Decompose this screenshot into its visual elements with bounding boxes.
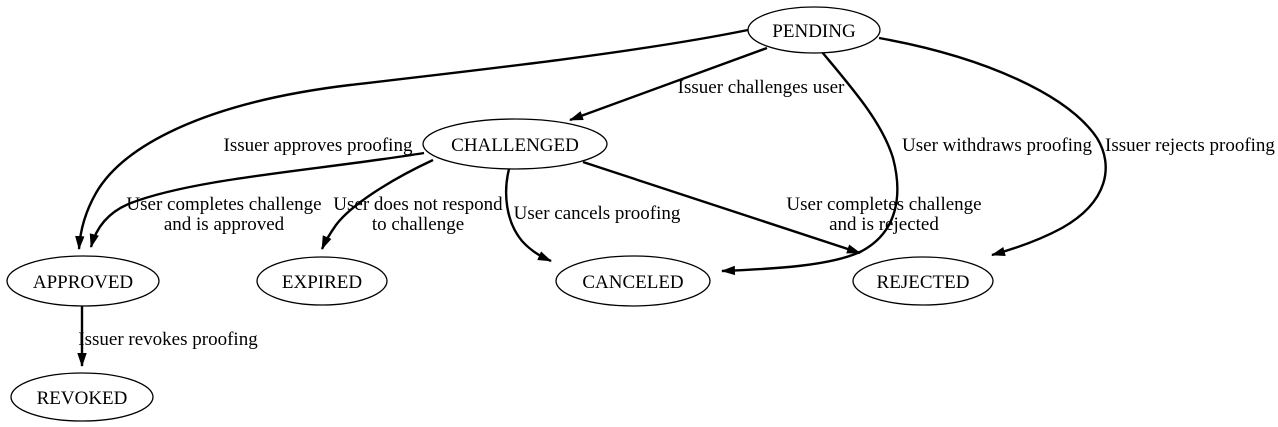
edges <box>75 28 1107 367</box>
state-node-expired: EXPIRED <box>256 256 388 306</box>
edge-challenged-rejected <box>582 160 861 255</box>
challenged-ellipse <box>422 118 608 170</box>
edge-label-challenged-expired: User does not respond to challenge <box>333 194 503 235</box>
svg-text:User does not respond: User does not respond <box>333 194 503 215</box>
approved-ellipse <box>6 255 160 307</box>
edge-label-pending-rejected: Issuer rejects proofing <box>1105 135 1275 156</box>
expired-ellipse <box>256 256 388 306</box>
svg-text:and is approved: and is approved <box>164 214 285 235</box>
pending-label: PENDING <box>772 21 856 42</box>
state-node-approved: APPROVED <box>6 255 160 307</box>
edge-label-pending-canceled: User withdraws proofing <box>902 135 1092 156</box>
edge-label-challenged-rejected: User completes challenge and is rejected <box>786 194 981 235</box>
edge-label-pending-approved: Issuer approves proofing <box>224 135 413 156</box>
rejected-ellipse <box>852 256 994 306</box>
rejected-label: REJECTED <box>877 272 970 293</box>
revoked-ellipse <box>10 372 154 422</box>
svg-text:User completes challenge: User completes challenge <box>126 194 321 215</box>
svg-text:User completes challenge: User completes challenge <box>786 194 981 215</box>
edge-label-approved-revoked: Issuer revokes proofing <box>78 329 258 350</box>
revoked-label: REVOKED <box>37 388 128 409</box>
state-node-rejected: REJECTED <box>852 256 994 306</box>
state-node-revoked: REVOKED <box>10 372 154 422</box>
edge-label-pending-challenged: Issuer challenges user <box>678 77 845 98</box>
svg-text:to challenge: to challenge <box>372 214 464 235</box>
edge-pending-canceled <box>721 51 899 276</box>
canceled-label: CANCELED <box>582 272 683 293</box>
pending-ellipse <box>747 6 881 54</box>
approved-label: APPROVED <box>33 272 133 293</box>
challenged-label: CHALLENGED <box>451 135 579 156</box>
edge-challenged-canceled <box>504 168 552 263</box>
canceled-ellipse <box>555 255 711 307</box>
edge-challenged-expired <box>320 158 434 250</box>
state-node-pending: PENDING <box>747 6 881 54</box>
edge-labels: Issuer challenges user Issuer approves p… <box>78 77 1275 350</box>
state-node-challenged: CHALLENGED <box>422 118 608 170</box>
svg-text:and is rejected: and is rejected <box>829 214 939 235</box>
edge-challenged-approved <box>89 151 425 248</box>
state-node-canceled: CANCELED <box>555 255 711 307</box>
edge-pending-approved <box>75 28 749 250</box>
edge-pending-rejected <box>878 36 1107 257</box>
edge-pending-challenged <box>569 46 768 122</box>
expired-label: EXPIRED <box>282 272 362 293</box>
nodes: PENDING CHALLENGED APPROVED EXPIRED CANC… <box>6 6 994 422</box>
edge-label-challenged-approved: User completes challenge and is approved <box>126 194 321 235</box>
edge-label-challenged-canceled: User cancels proofing <box>514 203 681 224</box>
